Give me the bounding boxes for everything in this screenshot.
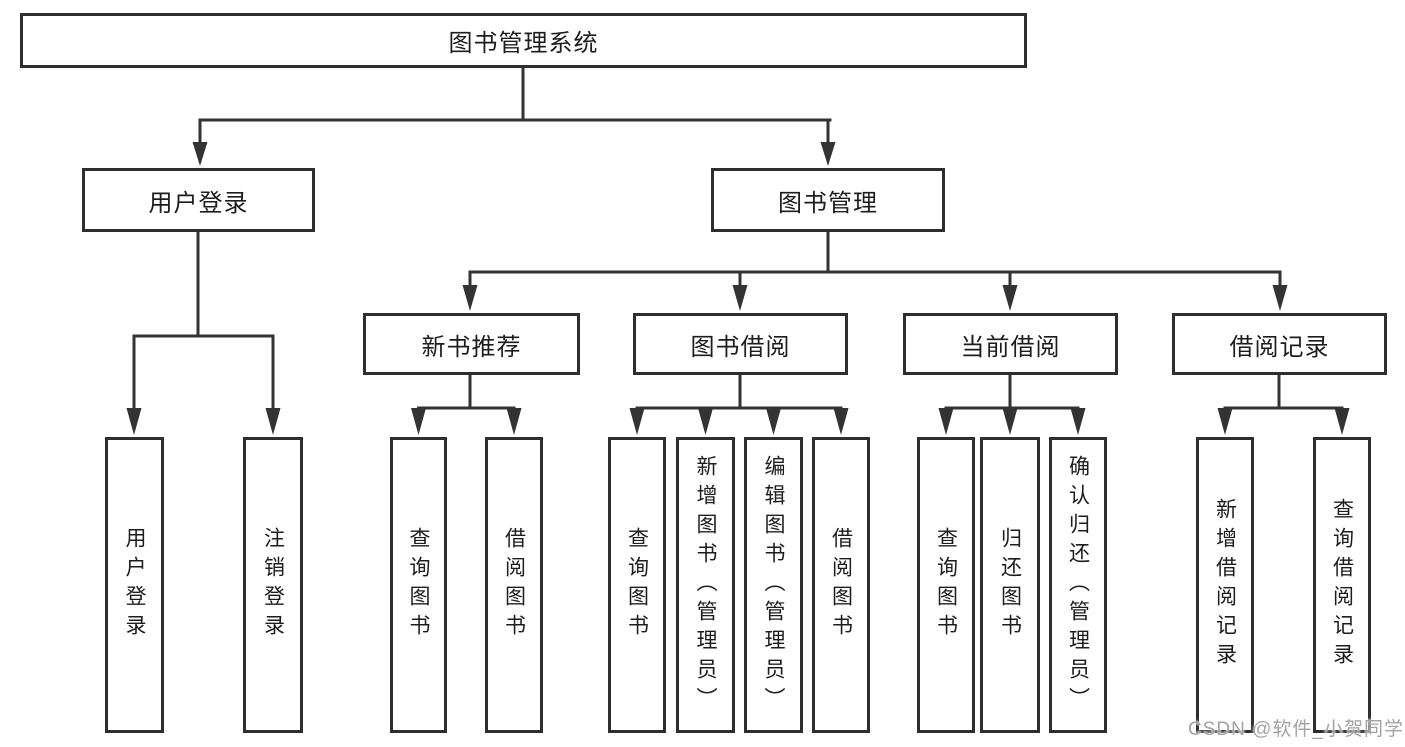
leaf-logout-label: 注销登录 [261,527,285,643]
connector-root-to-level2 [192,68,836,166]
node-borrow-records-label: 借阅记录 [1229,333,1330,361]
connector-new-book-recommend-fork [411,375,522,435]
watermark: CSDN @软件_小贺同学 [1188,719,1404,740]
node-borrow-records: 借阅记录 [1172,313,1387,375]
node-root-label: 图书管理系统 [448,30,599,57]
connector-book-management-fork [462,232,1288,311]
leaf-edit-books-admin: 编辑图书（管理员） [744,437,803,733]
node-book-management: 图书管理 [711,168,945,232]
leaf-add-borrow-record: 新增借阅记录 [1196,437,1254,733]
leaf-borrow-books-label: 借阅图书 [829,527,853,643]
node-book-borrow: 图书借阅 [633,313,848,375]
leaf-recommend-query-books: 查询图书 [390,437,447,733]
leaf-edit-books-admin-label: 编辑图书（管理员） [762,454,785,716]
leaf-return-books: 归还图书 [980,437,1040,733]
node-current-borrow: 当前借阅 [903,313,1118,375]
leaf-user-login: 用户登录 [105,437,164,733]
connector-book-borrow-fork [629,375,849,435]
leaf-add-borrow-record-label: 新增借阅记录 [1213,498,1237,672]
node-current-borrow-label: 当前借阅 [960,333,1061,361]
node-book-borrow-label: 图书借阅 [690,333,791,361]
leaf-recommend-borrow-books: 借阅图书 [485,437,543,733]
leaf-borrow-query-books: 查询图书 [608,437,666,733]
connector-user-login-fork [126,232,281,435]
leaf-query-borrow-record-label: 查询借阅记录 [1330,498,1354,672]
leaf-add-books-admin-label: 新增图书（管理员） [694,454,717,716]
leaf-current-query-books-label: 查询图书 [934,527,958,643]
leaf-return-books-label: 归还图书 [998,527,1022,643]
leaf-recommend-query-books-label: 查询图书 [407,527,430,643]
leaf-logout: 注销登录 [243,437,303,733]
node-book-management-label: 图书管理 [778,189,878,217]
leaf-borrow-books: 借阅图书 [812,437,870,733]
leaf-recommend-borrow-books-label: 借阅图书 [502,527,526,643]
node-new-book-recommend-label: 新书推荐 [421,333,522,361]
leaf-add-books-admin: 新增图书（管理员） [676,437,735,733]
leaf-current-query-books: 查询图书 [917,437,975,733]
node-root-library-system: 图书管理系统 [20,13,1027,68]
node-user-login-label: 用户登录 [148,189,249,217]
node-new-book-recommend: 新书推荐 [363,313,580,375]
connector-borrow-records-fork [1217,375,1350,435]
leaf-query-borrow-record: 查询借阅记录 [1313,437,1371,733]
node-user-login: 用户登录 [82,168,315,232]
leaf-confirm-return-admin-label: 确认归还（管理员） [1066,454,1090,716]
connector-current-borrow-fork [938,375,1086,435]
leaf-user-login-label: 用户登录 [123,527,146,643]
leaf-borrow-query-books-label: 查询图书 [625,527,649,643]
leaf-confirm-return-admin: 确认归还（管理员） [1049,437,1107,733]
